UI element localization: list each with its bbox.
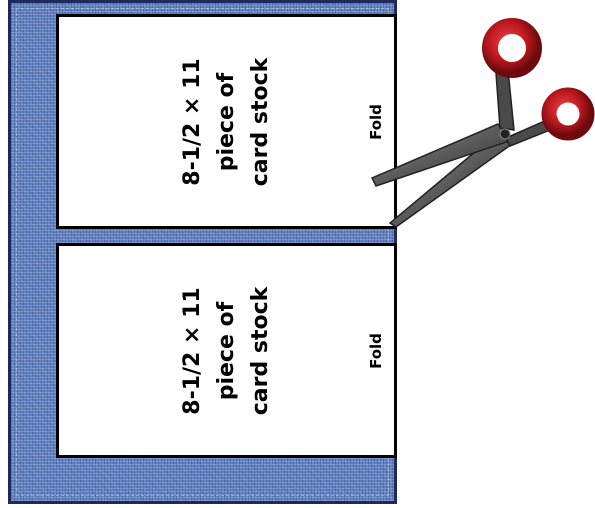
scissors-handle-right (549, 95, 587, 133)
scissors-icon (360, 18, 595, 233)
card-size-text: 8-1/2 × 11 (176, 286, 210, 415)
card-label: 8-1/2 × 11 piece of card stock (176, 286, 278, 415)
scissors-pivot (500, 129, 510, 139)
card-label: 8-1/2 × 11 piece of card stock (176, 57, 278, 186)
card-stock-top: 8-1/2 × 11 piece of card stock Fold (56, 14, 397, 229)
card-size-text: 8-1/2 × 11 (176, 57, 210, 186)
scissors-handle-top (490, 26, 534, 70)
scissors-shank-top (496, 70, 514, 130)
card-material-text: card stock (244, 286, 278, 415)
card-piece-text: piece of (210, 57, 244, 186)
card-piece-text: piece of (210, 286, 244, 415)
card-material-text: card stock (244, 57, 278, 186)
fold-label: Fold (367, 331, 385, 371)
card-stock-bottom: 8-1/2 × 11 piece of card stock Fold (56, 243, 397, 458)
